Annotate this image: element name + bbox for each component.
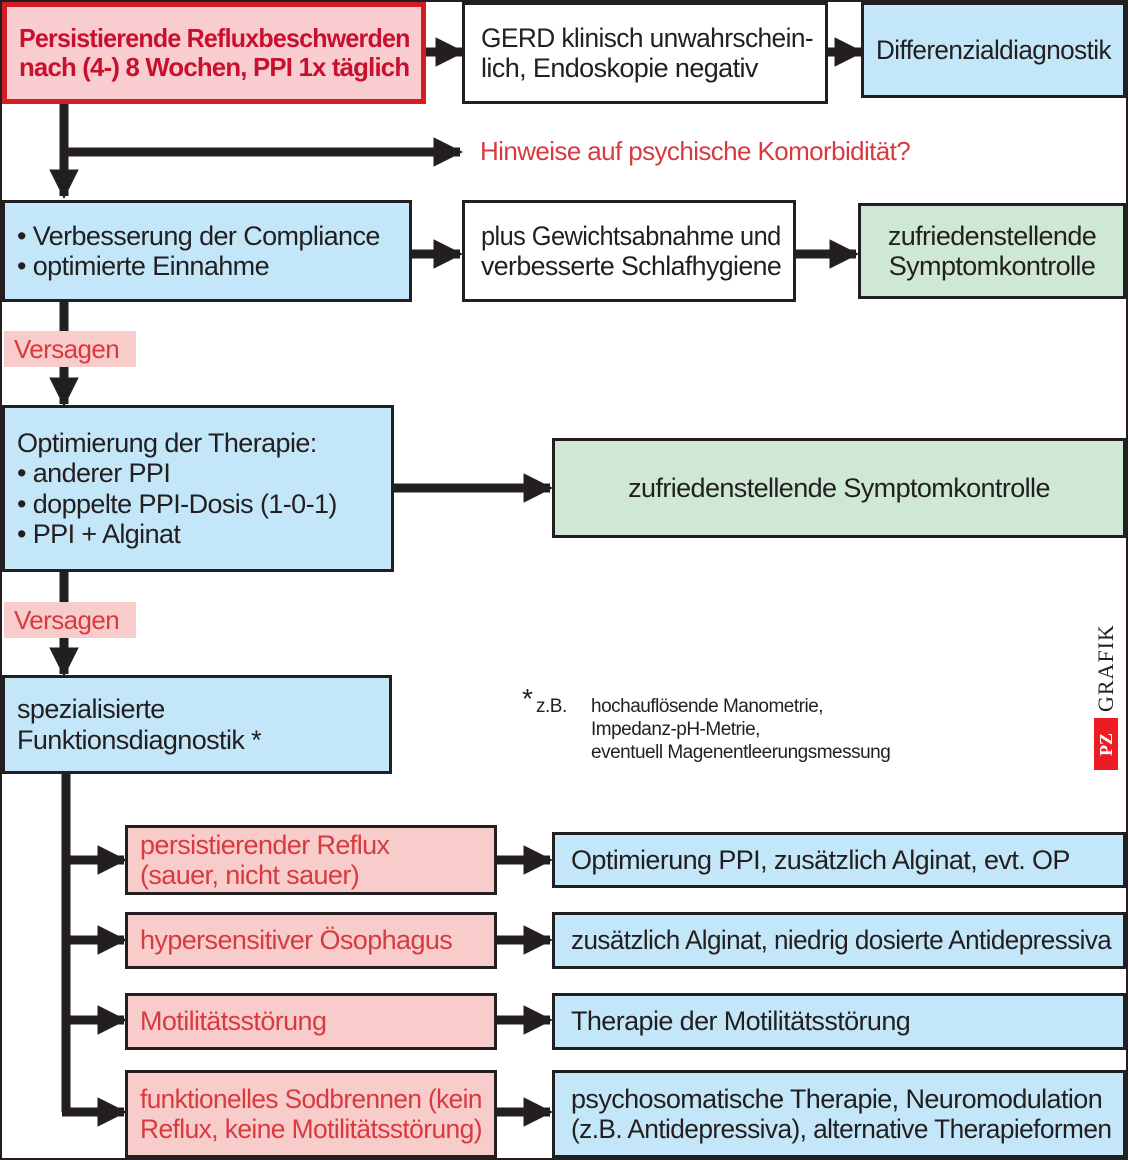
footnote-line-1: hochauflösende Manometrie, [591, 696, 824, 717]
differential-label: Differenzialdiagnostik [876, 34, 1112, 65]
therapy-1-line-1: Optimierung PPI, zusätzlich Alginat, evt… [571, 844, 1070, 875]
function-diagnostics-box: spezialisierte Funktionsdiagnostik * [2, 675, 392, 774]
finding-box-2: hypersensitiver Ösophagus [125, 912, 497, 969]
logo-grafik-text: GRAFIK [1093, 624, 1118, 712]
finding-1-line-2: (sauer, nicht sauer) [140, 860, 360, 890]
failure-tag-1: Versagen [4, 331, 136, 367]
footnote-asterisk: * [522, 683, 533, 714]
function-diag-line-1: spezialisierte [17, 694, 165, 724]
differential-box: Differenzialdiagnostik [861, 2, 1126, 98]
therapy-box-4: psychosomatische Therapie, Neuromodulati… [552, 1070, 1126, 1158]
therapy-box-3: Therapie der Motilitätsstörung [552, 993, 1126, 1050]
failure-tag-2: Versagen [4, 602, 136, 638]
lifestyle-box: plus Gewichtsabnahme und verbesserte Sch… [462, 200, 796, 302]
success-box-2: zufriedenstellende Symptomkontrolle [552, 438, 1126, 538]
start-line-1: Persistierende Refluxbeschwerden [19, 22, 410, 53]
therapy-bullet-2: • doppelte PPI-Dosis (1-0-1) [17, 488, 337, 519]
therapy-box-2: zusätzlich Alginat, niedrig dosierte Ant… [552, 912, 1126, 969]
finding-box-3: Motilitätsstörung [125, 993, 497, 1050]
finding-4-line-2: Reflux, keine Motilitätsstörung) [140, 1114, 483, 1144]
compliance-bullet-1: • Verbesserung der Compliance [17, 220, 380, 251]
therapy-3-line-1: Therapie der Motilitätsstörung [571, 1006, 911, 1037]
success-box-1: zufriedenstellende Symptomkontrolle [858, 203, 1126, 299]
finding-4-line-1: funktionelles Sodbrennen (kein [140, 1083, 482, 1114]
comorbidity-note: Hinweise auf psychische Komorbidität? [480, 136, 911, 166]
gerd-line-2: lich, Endoskopie negativ [481, 53, 758, 83]
finding-box-4: funktionelles Sodbrennen (kein Reflux, k… [125, 1070, 497, 1158]
finding-3-line-1: Motilitätsstörung [140, 1006, 327, 1037]
footnote-line-3: eventuell Magenentleerungsmessung [591, 742, 891, 763]
footnote-line-2: Impedanz-pH-Metrie, [591, 719, 760, 740]
finding-1-line-1: persistierender Reflux [140, 829, 390, 860]
start-line-2: nach (4-) 8 Wochen, PPI 1x täglich [19, 52, 410, 82]
function-diag-line-2: Funktionsdiagnostik * [17, 724, 262, 755]
success-2-label: zufriedenstellende Symptomkontrolle [628, 472, 1050, 503]
gerd-line-1: GERD klinisch unwahrschein- [481, 22, 814, 53]
therapy-box-1: Optimierung PPI, zusätzlich Alginat, evt… [552, 832, 1126, 888]
therapy-2-line-1: zusätzlich Alginat, niedrig dosierte Ant… [571, 925, 1112, 956]
therapy-bullet-3: • PPI + Alginat [17, 519, 181, 549]
therapy-bullet-1: • anderer PPI [17, 458, 171, 488]
footnote: * z.B. hochauflösende Manometrie, Impeda… [522, 685, 891, 764]
compliance-bullet-2: • optimierte Einnahme [17, 251, 270, 281]
logo-pz-badge: PZ [1094, 718, 1118, 770]
footnote-lead: z.B. [536, 696, 567, 717]
therapy-optimization-box: Optimierung der Therapie: • anderer PPI … [2, 405, 394, 572]
success-1-line-2: Symptomkontrolle [888, 251, 1096, 281]
finding-2-line-1: hypersensitiver Ösophagus [140, 925, 453, 956]
therapy-4-line-1: psychosomatische Therapie, Neuromodulati… [571, 1083, 1103, 1114]
therapy-4-line-2: (z.B. Antidepressiva), alternative Thera… [571, 1114, 1112, 1144]
therapy-title: Optimierung der Therapie: [17, 427, 317, 458]
finding-box-1: persistierender Reflux (sauer, nicht sau… [125, 825, 497, 895]
gerd-unlikely-box: GERD klinisch unwahrschein- lich, Endosk… [462, 2, 828, 104]
pz-grafik-logo: GRAFIK PZ [1092, 620, 1120, 770]
lifestyle-line-1: plus Gewichtsabnahme und [481, 220, 781, 251]
start-box: Persistierende Refluxbeschwerden nach (4… [2, 2, 426, 104]
lifestyle-line-2: verbesserte Schlafhygiene [481, 251, 782, 281]
compliance-box: • Verbesserung der Compliance • optimier… [2, 200, 412, 302]
success-1-line-1: zufriedenstellende [887, 220, 1097, 251]
